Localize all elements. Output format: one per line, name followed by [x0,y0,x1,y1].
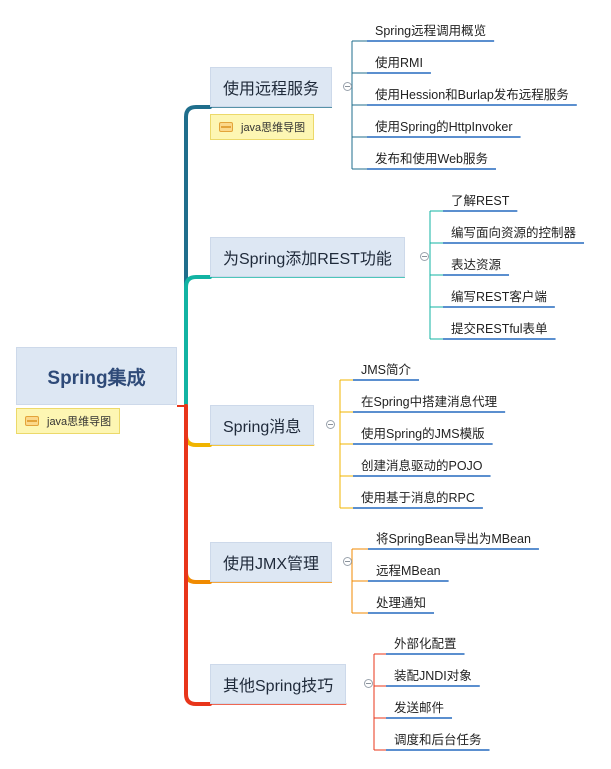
leaf-topic[interactable]: 发送邮件 [394,701,445,715]
branch-messaging[interactable]: Spring消息 [210,405,315,445]
leaf-topic[interactable]: 使用RMI [375,56,423,70]
collapse-icon[interactable] [343,557,352,566]
leaf-topic[interactable]: 编写REST客户端 [451,290,547,304]
branch-connector [184,275,212,408]
collapse-icon[interactable] [364,679,373,688]
branch-note[interactable]: java思维导图 [210,114,315,140]
branch-connector [184,404,212,706]
leaf-topic[interactable]: JMS简介 [361,363,412,377]
collapse-icon[interactable] [420,252,429,261]
branch-remote-services[interactable]: 使用远程服务 [210,67,333,107]
collapse-icon[interactable] [343,82,352,91]
leaf-topic[interactable]: 使用Spring的HttpInvoker [375,120,513,134]
branch-jmx[interactable]: 使用JMX管理 [210,542,333,582]
leaf-topic[interactable]: 发布和使用Web服务 [375,152,488,166]
leaf-topic[interactable]: 将SpringBean导出为MBean [376,532,531,546]
leaf-topic[interactable]: 了解REST [451,194,510,208]
leaf-topic[interactable]: 使用基于消息的RPC [361,491,475,505]
collapse-icon[interactable] [326,420,335,429]
leaf-topic[interactable]: 使用Hession和Burlap发布远程服务 [375,88,569,102]
root-note[interactable]: java思维导图 [16,408,121,434]
leaf-topic[interactable]: 装配JNDI对象 [394,669,472,683]
root-topic[interactable]: Spring集成 [16,347,177,405]
branch-other-tips[interactable]: 其他Spring技巧 [210,664,347,704]
branch-connector [184,404,212,584]
branch-connector [184,404,212,447]
branch-note-text: java思维导图 [241,122,306,134]
leaf-topic[interactable]: 远程MBean [376,564,441,578]
leaf-topic[interactable]: 外部化配置 [394,637,457,651]
leaf-topic[interactable]: 使用Spring的JMS模版 [361,427,485,441]
leaf-topic[interactable]: 提交RESTful表单 [451,322,548,336]
leaf-topic[interactable]: 在Spring中搭建消息代理 [361,395,498,409]
leaf-topic[interactable]: 创建消息驱动的POJO [361,459,483,473]
root-note-text: java思维导图 [47,416,112,428]
leaf-topic[interactable]: 表达资源 [451,258,502,272]
note-icon [25,416,39,426]
branch-connector [184,105,212,408]
leaf-topic[interactable]: 处理通知 [376,596,427,610]
branch-rest[interactable]: 为Spring添加REST功能 [210,237,405,277]
leaf-topic[interactable]: 调度和后台任务 [394,733,482,747]
leaf-topic[interactable]: Spring远程调用概览 [375,24,487,38]
note-icon [219,122,233,132]
leaf-topic[interactable]: 编写面向资源的控制器 [451,226,577,240]
